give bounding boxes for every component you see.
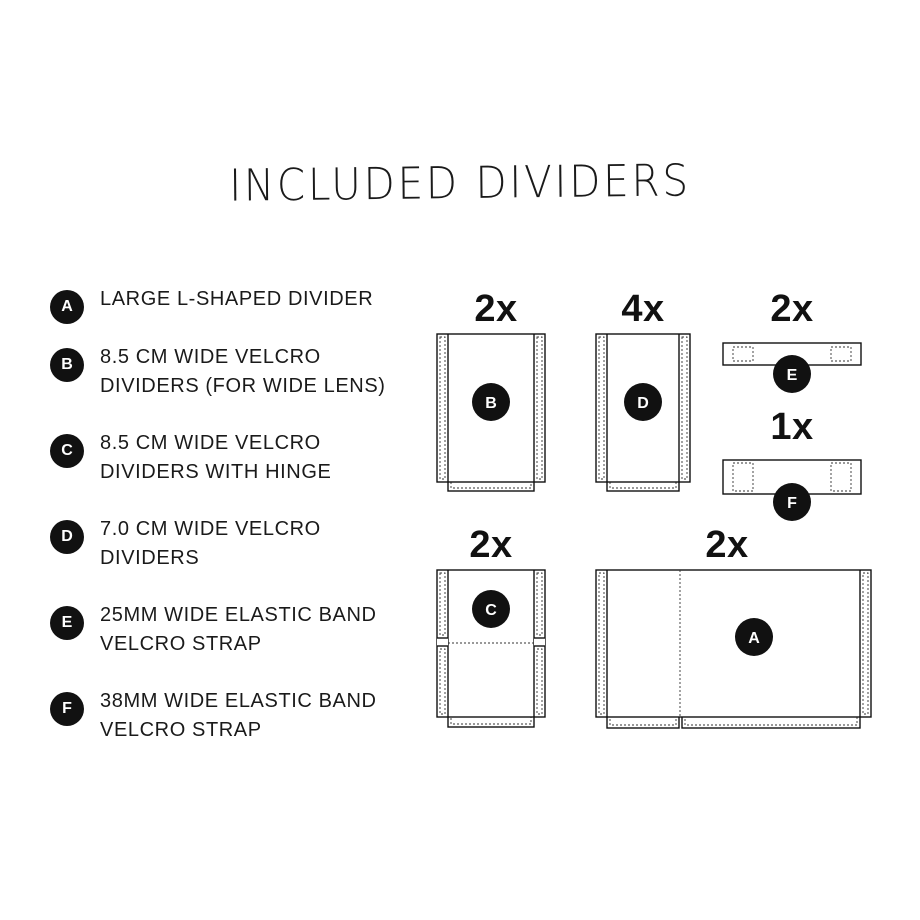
quantity-d: 4x <box>621 288 665 330</box>
strap-e-badge <box>773 355 811 393</box>
divider-b-drawing: B <box>436 333 546 492</box>
divider-d-drawing: D <box>595 333 691 492</box>
legend-text-e: 25MM WIDE ELASTIC BAND VELCRO STRAP <box>100 604 377 655</box>
quantity-f: 1x <box>770 406 814 448</box>
legend-item-d: D 7.0 CM WIDE VELCRO DIVIDERS <box>50 518 321 573</box>
strap-f-badge-label: F <box>787 495 797 512</box>
legend-text-b: 8.5 CM WIDE VELCRO DIVIDERS (FOR WIDE LE… <box>100 346 386 397</box>
divider-d-badge-label: D <box>637 395 649 412</box>
divider-b-badge-label: B <box>485 395 497 412</box>
quantity-a: 2x <box>705 524 749 566</box>
divider-a-badge-label: A <box>748 630 760 647</box>
divider-c-badge-label: C <box>485 602 497 619</box>
legend-item-c: C 8.5 CM WIDE VELCRO DIVIDERS WITH HINGE <box>50 432 331 487</box>
strap-e-drawing: E <box>722 342 862 393</box>
legend-badge-b: B <box>50 348 84 382</box>
legend-badge-f: F <box>50 692 84 726</box>
legend-text-c: 8.5 CM WIDE VELCRO DIVIDERS WITH HINGE <box>100 432 332 483</box>
legend-badge-d: D <box>50 520 84 554</box>
legend-item-f: F 38MM WIDE ELASTIC BAND VELCRO STRAP <box>50 690 377 745</box>
legend-item-e: E 25MM WIDE ELASTIC BAND VELCRO STRAP <box>50 604 377 659</box>
divider-a-drawing: A <box>595 569 872 729</box>
legend-text-f: 38MM WIDE ELASTIC BAND VELCRO STRAP <box>100 690 377 741</box>
strap-e-badge-label: E <box>787 367 798 384</box>
divider-c-badge <box>472 590 510 628</box>
legend-text-d: 7.0 CM WIDE VELCRO DIVIDERS <box>100 518 321 569</box>
legend-item-b: B 8.5 CM WIDE VELCRO DIVIDERS (FOR WIDE … <box>50 346 386 401</box>
strap-f-badge <box>773 483 811 521</box>
divider-a-badge <box>735 618 773 656</box>
strap-f-drawing: F <box>722 459 862 521</box>
divider-d-badge <box>624 383 662 421</box>
legend-text-a: LARGE L-SHAPED DIVIDER <box>100 288 374 310</box>
legend-item-a: A LARGE L-SHAPED DIVIDER <box>50 288 373 324</box>
divider-c-drawing: C <box>436 569 546 728</box>
quantity-b: 2x <box>474 288 518 330</box>
quantity-e: 2x <box>770 288 814 330</box>
legend-badge-e: E <box>50 606 84 640</box>
divider-b-badge <box>472 383 510 421</box>
legend-badge-c: C <box>50 434 84 468</box>
quantity-c: 2x <box>469 524 513 566</box>
legend-badge-a: A <box>50 290 84 324</box>
